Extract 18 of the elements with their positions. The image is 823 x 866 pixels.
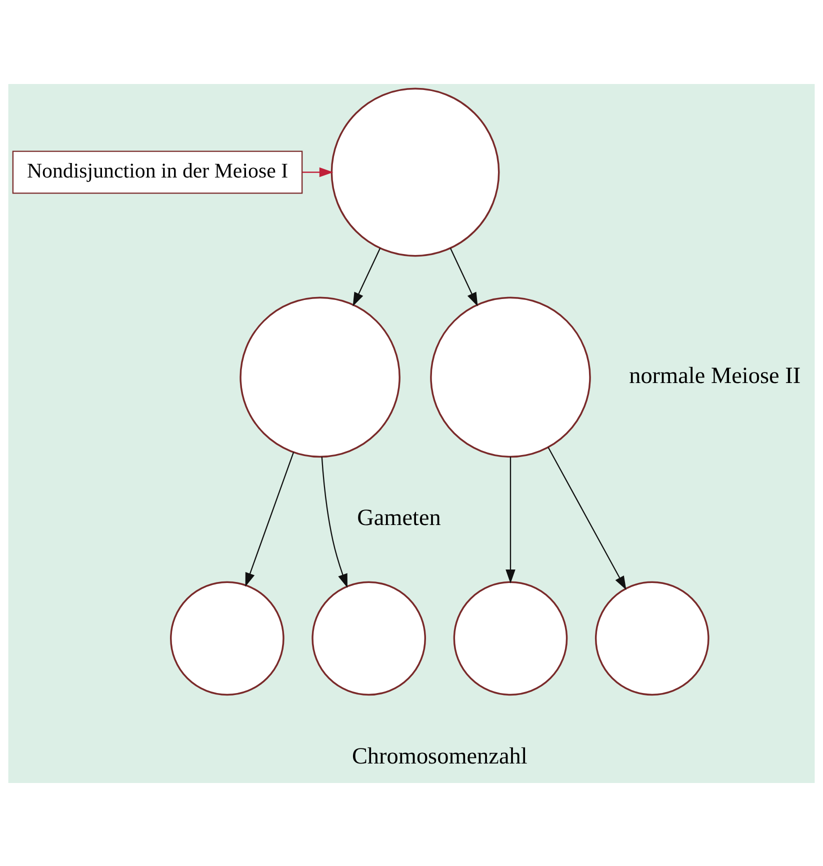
node-box: Nondisjunction in der Meiose I [12,150,303,194]
arrow [506,456,516,583]
node-circle [312,580,426,696]
node-circle [170,580,284,696]
arrow [245,452,294,586]
arrow [548,446,626,590]
node-circle [240,296,400,458]
arrow [450,248,478,306]
node-circle [330,87,500,256]
arrow [321,456,348,588]
label: normale Meiose II [629,362,801,388]
node-circle [430,296,591,458]
arrow [302,166,334,177]
node-circle [453,580,568,696]
label: Gameten [357,504,441,531]
label: Chromosomenzahl [352,742,528,769]
node-circle [594,580,710,696]
arrow [352,248,381,306]
